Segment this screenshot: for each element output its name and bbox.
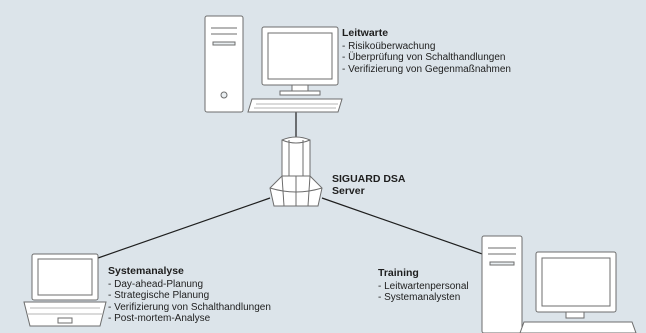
systemanalyse-item: Post-mortem-Analyse: [108, 313, 271, 325]
line-server-systemanalyse: [97, 197, 271, 259]
leitwarte-block: Leitwarte Risikoüberwachung Überprüfung …: [342, 27, 511, 76]
server-icon: [269, 136, 323, 207]
systemanalyse-block: Systemanalyse Day-ahead-Planung Strategi…: [108, 265, 271, 325]
leitwarte-title: Leitwarte: [342, 27, 389, 39]
systemanalyse-item: Strategische Planung: [108, 290, 271, 302]
line-server-training: [321, 197, 489, 257]
server-title-line2: Server: [332, 185, 365, 197]
training-block: Training Leitwartenpersonal Systemanalys…: [378, 267, 469, 304]
leitwarte-item: Risikoüberwachung: [342, 41, 511, 53]
systemanalyse-laptop-icon: [23, 253, 107, 327]
systemanalyse-title: Systemanalyse: [108, 265, 184, 277]
systemanalyse-item: Day-ahead-Planung: [108, 279, 271, 291]
server-title-line1: SIGUARD DSA: [332, 173, 406, 185]
systemanalyse-item: Verifizierung von Schalthandlungen: [108, 302, 271, 314]
leitwarte-item: Überprüfung von Schalthandlungen: [342, 52, 511, 64]
training-workstation-icon: [481, 235, 637, 333]
training-title: Training: [378, 267, 419, 279]
leitwarte-item: Verifizierung von Gegenmaßnahmen: [342, 64, 511, 76]
server-block: SIGUARD DSA Server: [332, 173, 406, 197]
training-item: Systemanalysten: [378, 292, 469, 304]
leitwarte-workstation-icon: [204, 15, 343, 113]
training-item: Leitwartenpersonal: [378, 281, 469, 293]
